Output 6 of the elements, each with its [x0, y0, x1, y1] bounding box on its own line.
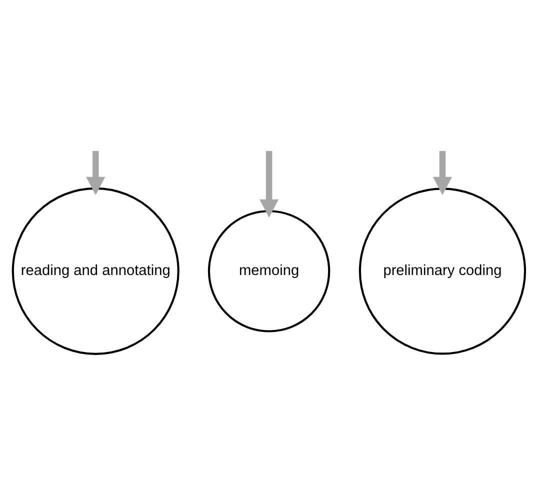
node-circle: preliminary coding [358, 187, 526, 354]
node-circle: reading and annotating [12, 186, 180, 354]
node-circle: memoing [208, 210, 330, 332]
arrow [432, 150, 452, 195]
arrow [86, 150, 106, 195]
arrow [259, 150, 279, 218]
